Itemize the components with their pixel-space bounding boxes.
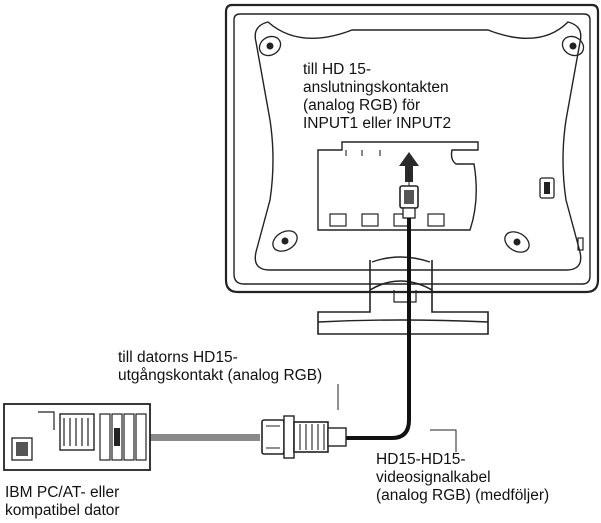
monitor-connector-label: till HD 15- anslutningskontakten (analog… xyxy=(303,61,451,132)
computer-output-line-1: till datorns HD15- xyxy=(118,349,238,366)
screw-bottom-right-icon xyxy=(504,231,530,253)
monitor-label-line-1: till HD 15- xyxy=(303,61,371,78)
monitor-illustration xyxy=(224,3,600,335)
vga-plug-icon xyxy=(261,415,347,459)
side-switch-icon xyxy=(539,177,555,199)
computer-illustration xyxy=(3,403,151,471)
leader-line-cable xyxy=(430,429,457,452)
cable-label-line-3: (analog RGB) (medföljer) xyxy=(376,487,549,504)
side-port-icon xyxy=(577,237,584,251)
screw-bottom-left-icon xyxy=(272,230,298,252)
computer-label: IBM PC/AT- eller kompatibel dator xyxy=(5,484,120,519)
cable-label-line-2: videosignalkabel xyxy=(376,469,491,486)
computer-label-line-2: kompatibel dator xyxy=(5,502,120,519)
computer-output-label: till datorns HD15- utgångskontakt (analo… xyxy=(118,349,322,384)
monitor-label-line-3: (analog RGB) för xyxy=(303,97,420,114)
screw-top-right-icon xyxy=(561,35,585,57)
cable-label: HD15-HD15- videosignalkabel (analog RGB)… xyxy=(376,451,549,504)
computer-output-line-2: utgångskontakt (analog RGB) xyxy=(118,367,322,384)
monitor-label-line-4: INPUT1 eller INPUT2 xyxy=(303,115,451,132)
screw-top-left-icon xyxy=(258,35,282,57)
arrow-up-icon xyxy=(399,152,419,182)
cable-label-line-1: HD15-HD15- xyxy=(376,451,466,468)
video-cable xyxy=(345,218,411,440)
monitor-label-line-2: anslutningskontakten xyxy=(303,79,449,96)
computer-label-line-1: IBM PC/AT- eller xyxy=(5,484,119,501)
monitor-plug-icon xyxy=(399,185,419,219)
